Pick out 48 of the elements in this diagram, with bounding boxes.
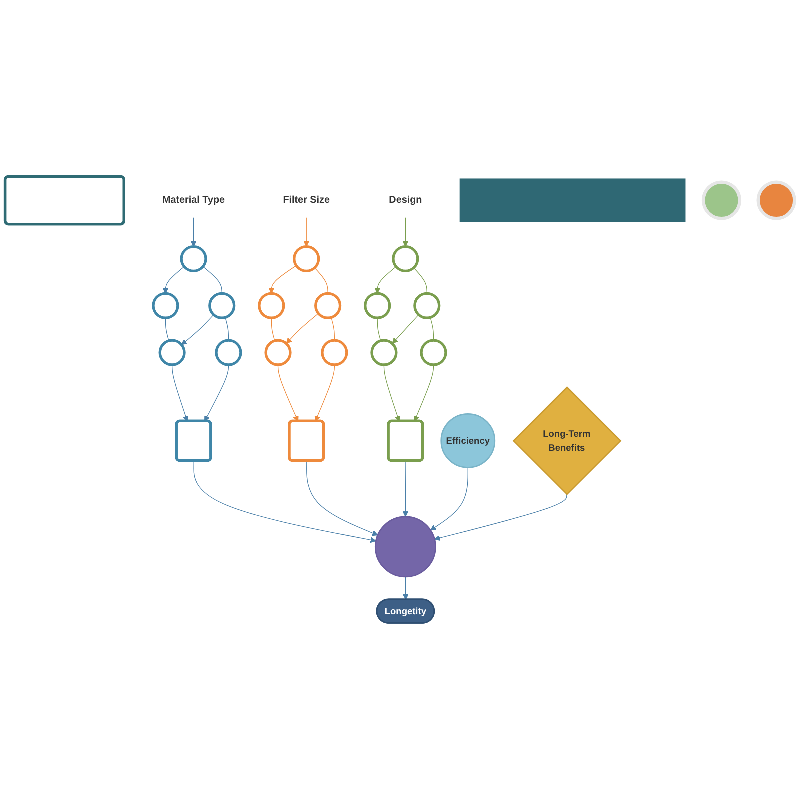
arrow: [430, 467, 468, 531]
node-circle: [392, 245, 420, 273]
connector: [202, 266, 222, 294]
arrow: [374, 266, 397, 294]
node-text: Design: [389, 194, 422, 206]
connector: [314, 268, 328, 294]
node-circle: Efficiency: [440, 414, 496, 468]
node-circle: [756, 180, 796, 220]
node-circle: [420, 339, 448, 366]
node-circle: [293, 245, 320, 273]
node-diamond: Long-Term Benefits: [512, 386, 622, 496]
node-text: Material Type: [162, 194, 226, 206]
node-circle: [158, 339, 186, 366]
arrow: [286, 313, 319, 344]
node-circle: [208, 292, 236, 320]
node-circle: [414, 292, 441, 320]
arrow: [181, 314, 214, 346]
node-circle: [215, 339, 242, 366]
arrow: [384, 364, 401, 422]
arrow: [204, 364, 230, 422]
arrow: [314, 364, 335, 422]
arrow: [402, 460, 409, 518]
arrow: [278, 364, 299, 422]
arrow: [402, 218, 409, 248]
node-circle: [180, 245, 208, 273]
arrow: [304, 218, 310, 248]
arrow: [162, 266, 185, 294]
arrow: [268, 265, 297, 294]
node-text: Filter Size: [283, 194, 330, 206]
connector: [414, 268, 428, 294]
node-circle: [702, 180, 742, 220]
node-bar: [460, 178, 686, 222]
node-circle: [264, 339, 292, 366]
arrow: [194, 460, 376, 544]
node-circle: [370, 339, 398, 366]
arrow: [414, 364, 434, 422]
arrow: [190, 218, 197, 248]
arrow: [392, 314, 420, 344]
arrow: [172, 364, 189, 422]
arrow: [434, 494, 568, 542]
arrow: [402, 576, 409, 600]
node-circle: [364, 292, 392, 320]
node-circle: [321, 339, 348, 366]
node-circle: [374, 516, 436, 578]
node-circle: [258, 292, 286, 320]
node-circle: [314, 292, 342, 320]
arrow: [306, 460, 378, 536]
node-circle: [152, 292, 180, 320]
